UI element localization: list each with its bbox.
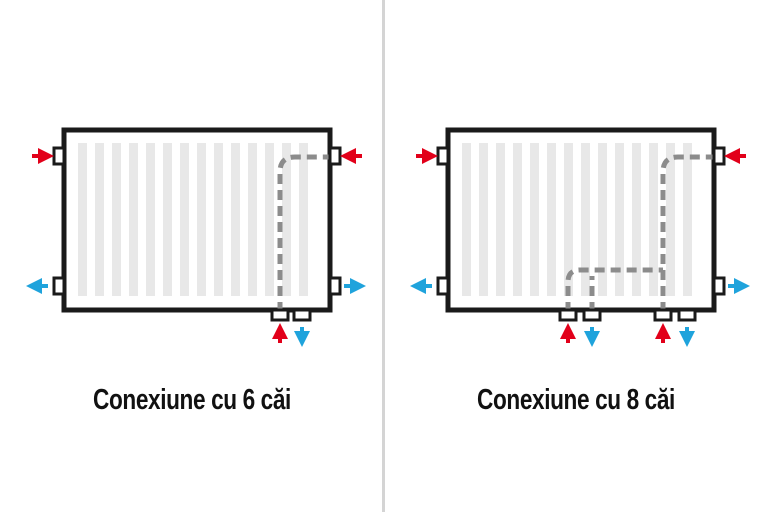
port-bottom-2 [292, 308, 312, 322]
radiator-6-way-diagram [26, 127, 366, 347]
port-bottom-1 [558, 308, 578, 322]
radiator-fins [78, 143, 308, 296]
port-top-left [52, 146, 66, 166]
port-top-left [436, 146, 450, 166]
radiator-fins [462, 143, 692, 296]
caption-8-way: Conexiune cu 8 căi [477, 384, 675, 416]
port-bottom-left [52, 276, 66, 296]
port-bottom-right [712, 276, 726, 296]
panel-8-way: Conexiune cu 8 căi [384, 0, 768, 512]
caption-6-way: Conexiune cu 6 căi [93, 384, 291, 416]
port-bottom-3 [653, 308, 673, 322]
port-bottom-left [436, 276, 450, 296]
port-bottom-2 [582, 308, 602, 322]
internal-pipe [277, 154, 330, 312]
internal-pipe-long [660, 154, 714, 312]
radiator-8-way-diagram [410, 127, 750, 347]
internal-pipe-short [565, 267, 663, 312]
port-bottom-right [328, 276, 342, 296]
port-top-right [712, 146, 726, 166]
port-bottom-1 [270, 308, 290, 322]
panel-6-way: Conexiune cu 6 căi [26, 127, 366, 416]
port-top-right [328, 146, 342, 166]
port-bottom-4 [677, 308, 697, 322]
panel-divider [382, 0, 385, 512]
